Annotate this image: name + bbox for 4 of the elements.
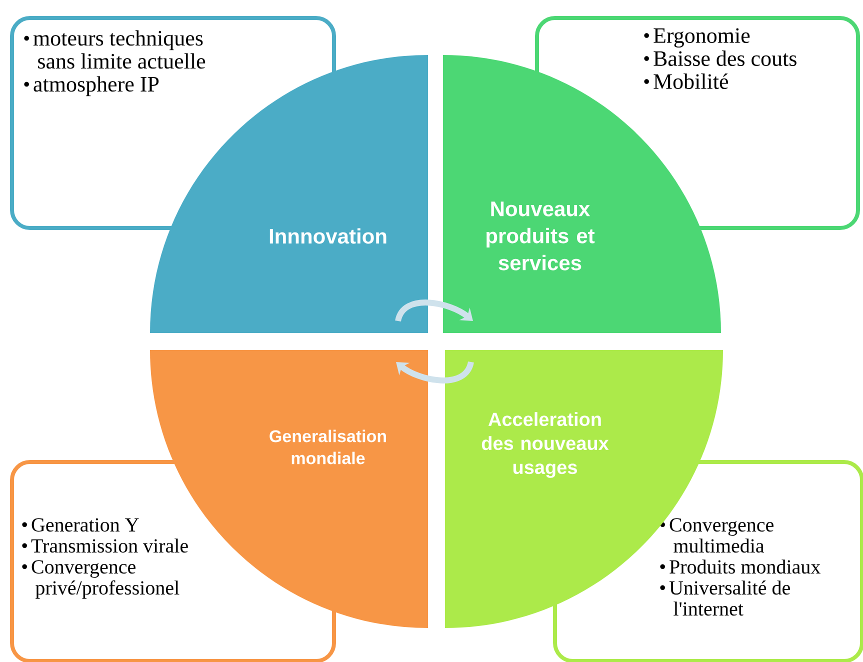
bullet-item: Ergonomie [654, 28, 750, 48]
cycle-arrow [395, 300, 473, 322]
cycle-arrow [396, 361, 474, 384]
bullet-item: Generation Y [32, 518, 139, 532]
